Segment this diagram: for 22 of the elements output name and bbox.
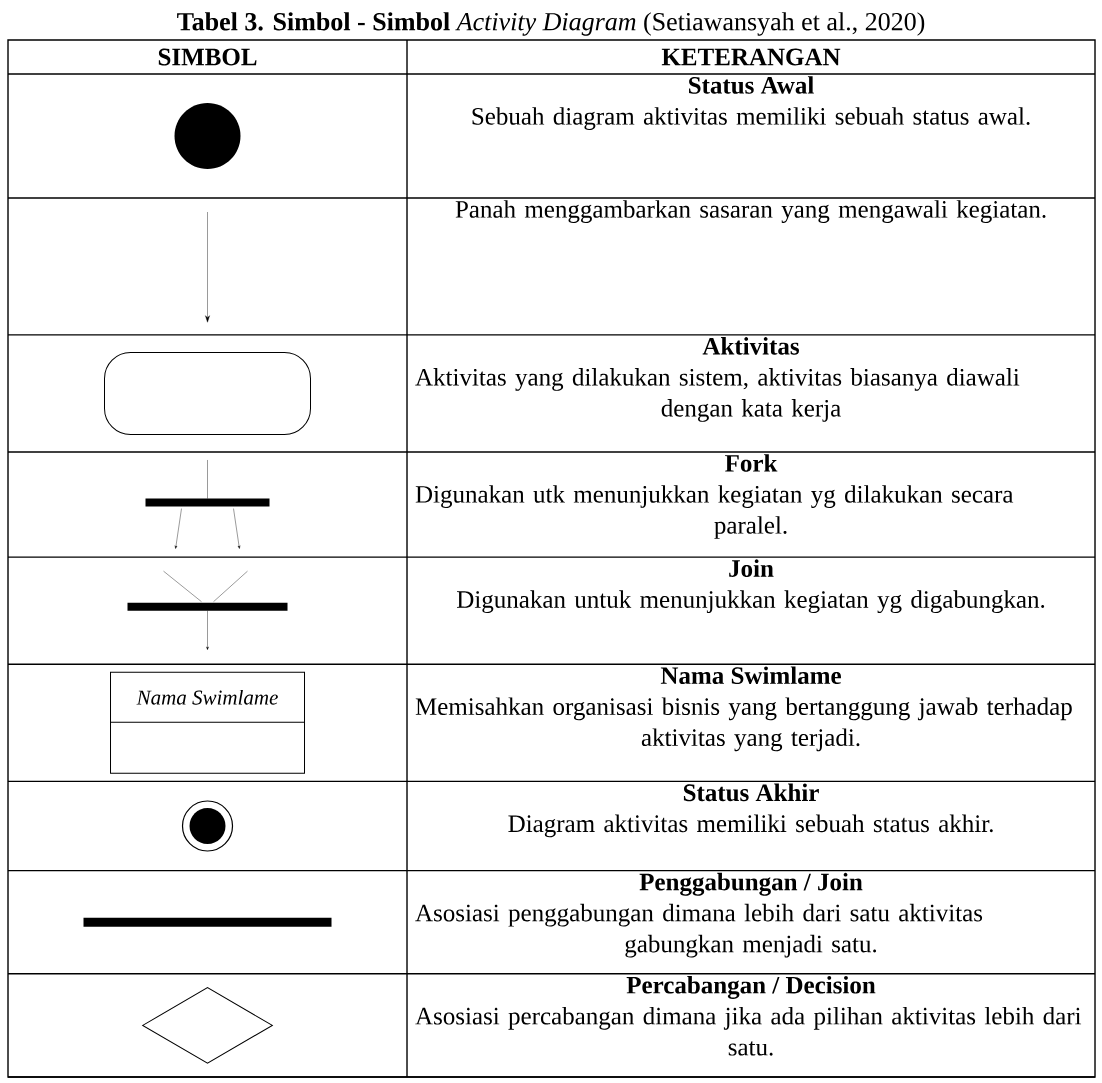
description-heading: Fork bbox=[725, 454, 778, 472]
description-text: Memisahkan organisasi bisnis yang bertanggung jawab terhadap aktivitas yang terjadi. bbox=[415, 697, 1072, 752]
activity-symbol bbox=[104, 351, 311, 435]
description-heading: Status Akhir bbox=[683, 783, 819, 802]
description-heading: Penggabungan / Join bbox=[639, 872, 863, 896]
decision-diamond bbox=[142, 987, 273, 1064]
description-heading: Join bbox=[729, 559, 774, 577]
description-text: Diagram aktivitas memiliki sebuah status akhir. bbox=[508, 814, 993, 838]
description-text: Digunakan utk menunjukkan kegiatan yg dilakukan secara paralel. bbox=[415, 485, 1014, 539]
description-heading: Aktivitas bbox=[702, 337, 799, 355]
description-text: Digunakan untuk menunjukkan kegiatan yg digabungkan. bbox=[457, 590, 1045, 614]
description-text: Asosiasi penggabungan dimana lebih dari satu aktivitas gabungkan menjadi satu. bbox=[415, 903, 983, 958]
column-header: KETERANGAN bbox=[661, 48, 841, 66]
description-text: Aktivitas yang dilakukan sistem, aktivitas biasanya diawali dengan kata kerja bbox=[415, 368, 1020, 422]
description-heading: Percabangan / Decision bbox=[626, 976, 876, 999]
description-text: Sebuah diagram aktivitas memiliki sebuah status awal. bbox=[472, 107, 1030, 130]
description-text: Asosiasi percabangan dimana jika ada pilihan aktivitas lebih dari satu. bbox=[415, 1007, 1082, 1056]
description-heading: Status Awal bbox=[689, 76, 814, 94]
table-title: Tabel 3. Simbol - Simbol Activity Diagram (Setiawansyah et al., 2020) bbox=[177, 12, 925, 36]
column-header: SIMBOL bbox=[158, 48, 257, 66]
description-heading: Nama Swimlame bbox=[660, 666, 841, 685]
description-text: Panah menggambarkan sasaran yang mengawali kegiatan. bbox=[455, 200, 1046, 223]
